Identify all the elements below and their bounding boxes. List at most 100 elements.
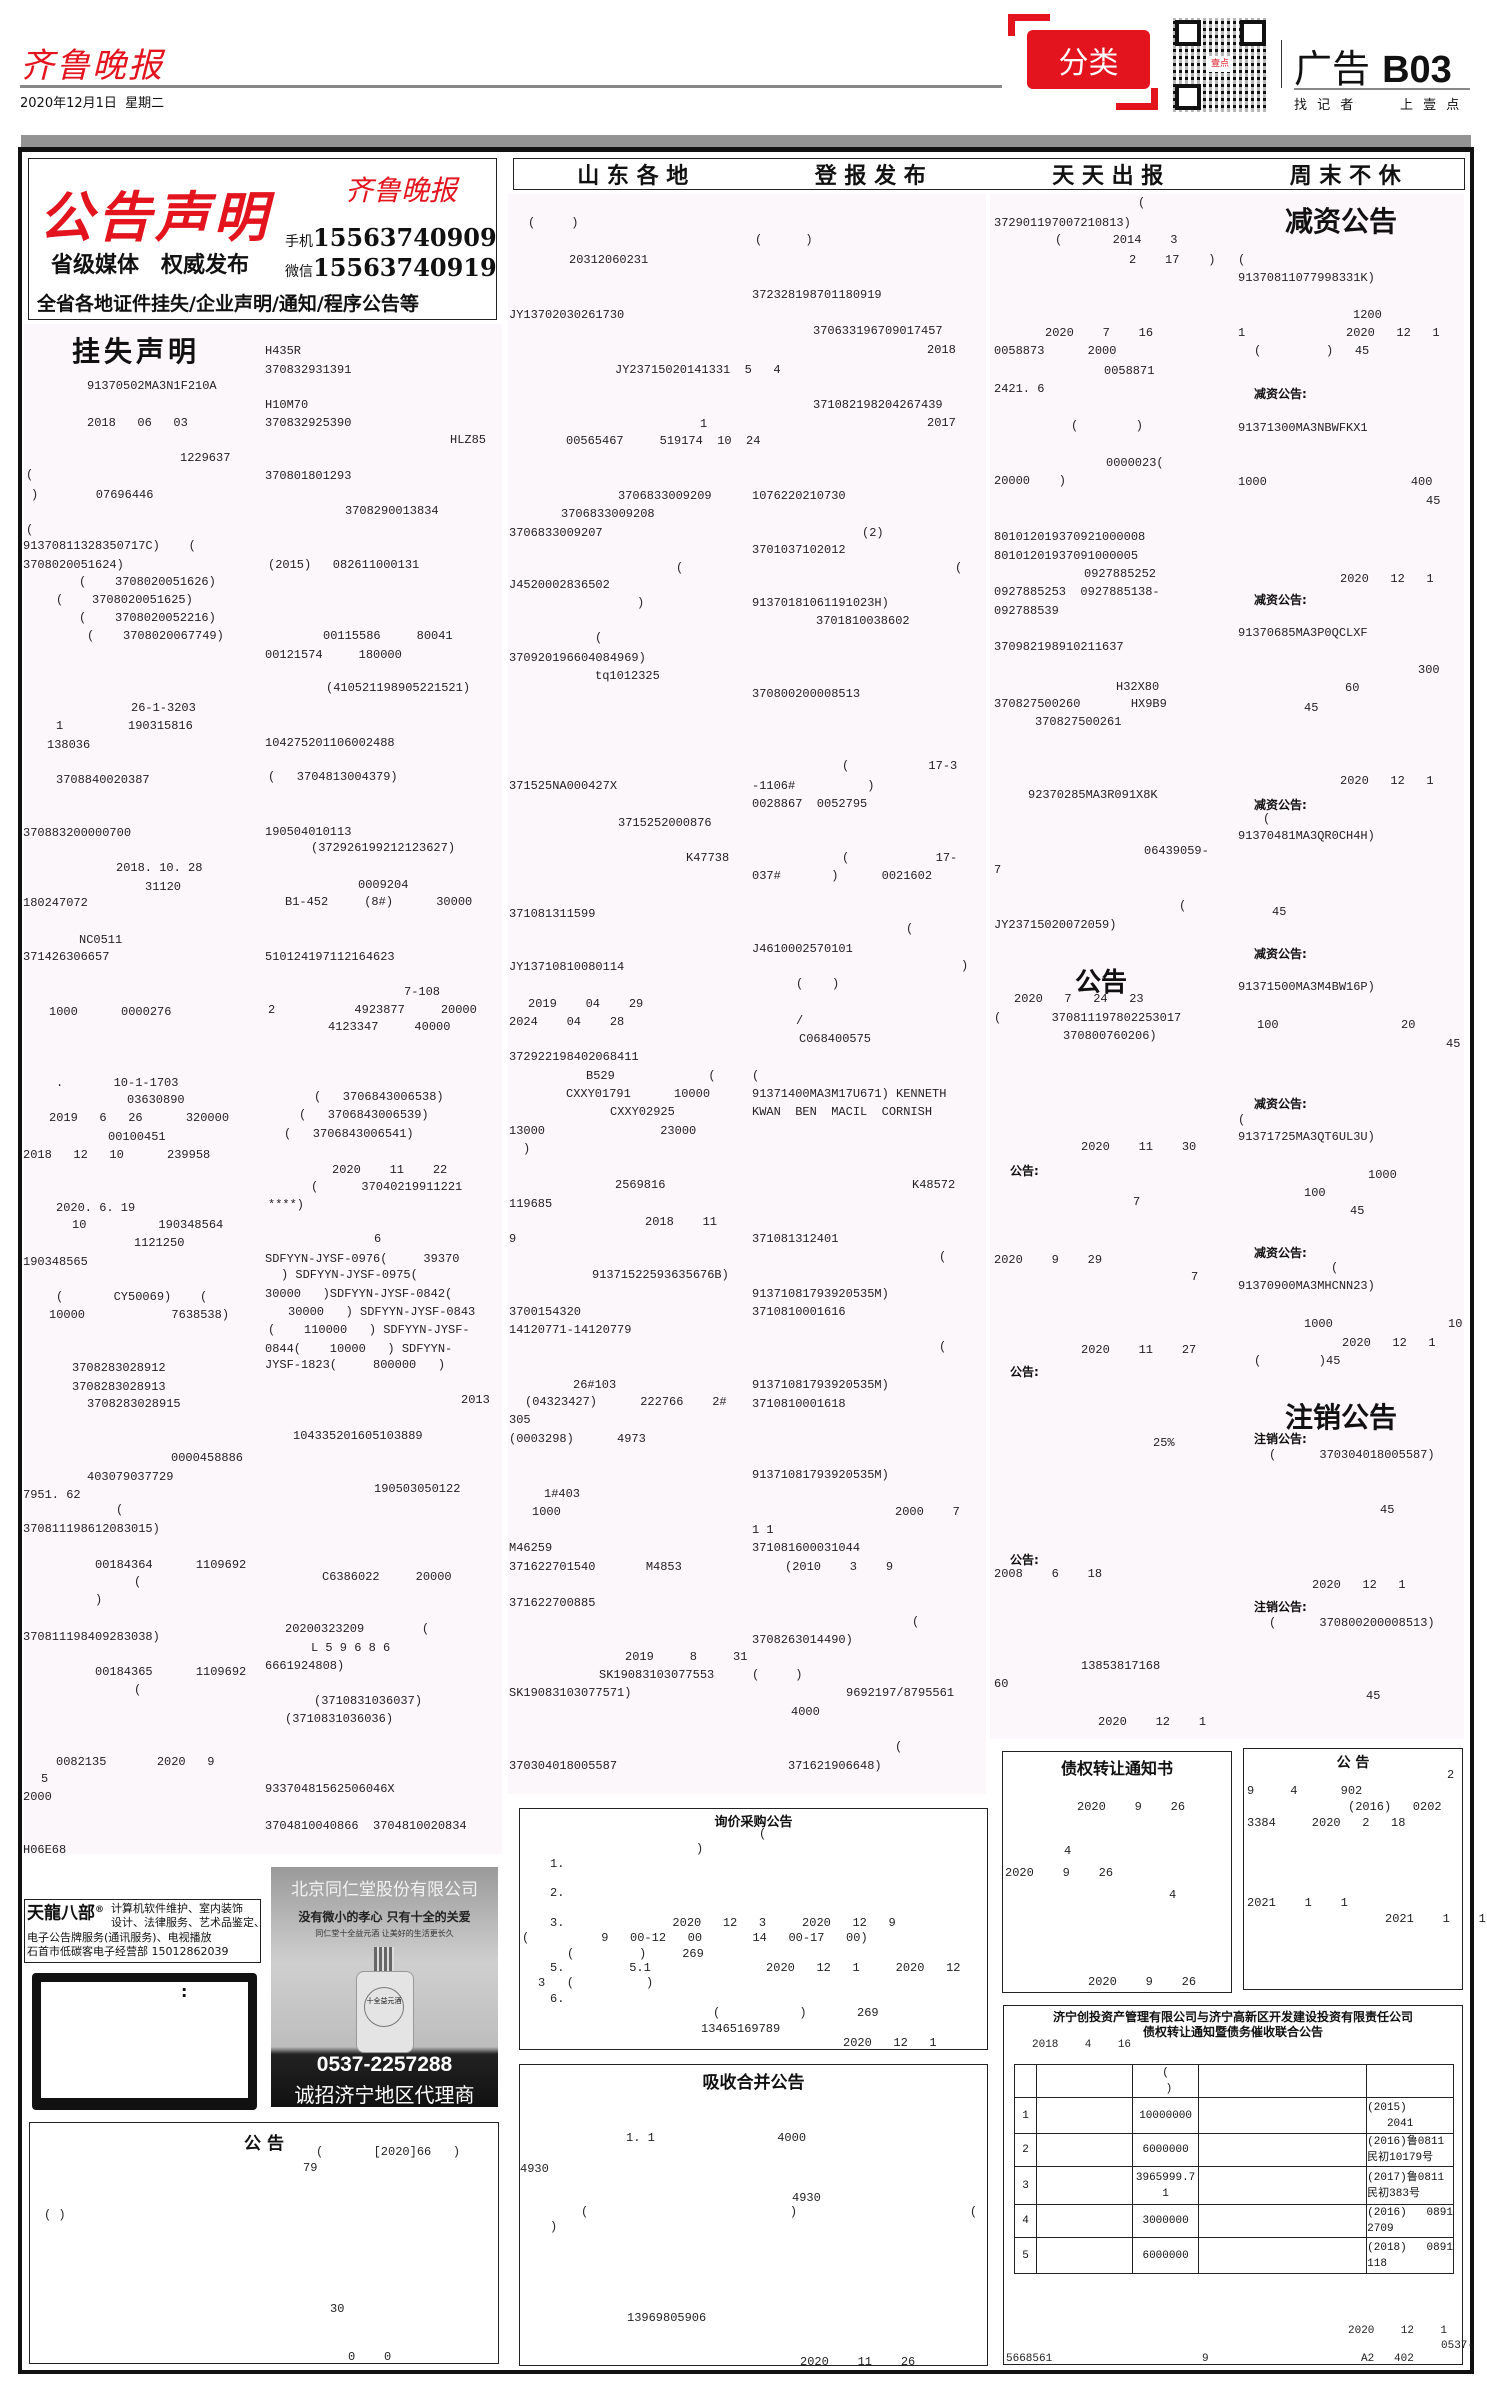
- col1-text-fragment: ) 07696446: [31, 488, 154, 502]
- col5-text-fragment: 0058871: [1104, 364, 1155, 378]
- col1-text-fragment: 1 190315816: [56, 719, 193, 733]
- banner-item: 天 天 出 报: [1052, 164, 1164, 189]
- ad-services: 全省各地证件挂失/企业声明/通知/程序公告等: [37, 293, 419, 315]
- tongrentang-ad: 北京同仁堂股份有限公司 没有微小的孝心 只有十全的关爱 同仁堂十全益元酒 让美好…: [271, 1867, 498, 2107]
- table-cell: (2016) 0891 2709: [1366, 2204, 1454, 2238]
- col4-text-fragment: 2018: [927, 343, 956, 357]
- ad-tagline: 省级媒体 权威发布: [51, 253, 250, 278]
- col3-text-fragment: ): [637, 596, 645, 610]
- col2-text-fragment: 190504010113: [265, 825, 352, 839]
- col5-text-fragment: 372901197007210813): [994, 216, 1131, 230]
- col2-text-fragment: 3704810040866 3704810020834: [265, 1819, 467, 1833]
- deregistration-title: 注销公告: [1285, 1401, 1398, 1434]
- col1-text-fragment: 180247072: [23, 896, 88, 910]
- col4-text-fragment: ( 17-: [842, 851, 958, 865]
- col4-text-fragment: 1076220210730: [752, 489, 846, 503]
- col3-text-fragment: 371622700885: [509, 1596, 596, 1610]
- table-cell: 1: [1014, 2097, 1037, 2134]
- table-cell: 3000000: [1132, 2204, 1199, 2238]
- col3-text-fragment: CXXY01791 10000: [566, 1087, 711, 1101]
- weekday-text: 星期二: [125, 96, 165, 111]
- col5-text-fragment: (: [1138, 196, 1146, 210]
- col2-text-fragment: 370801801293: [265, 469, 352, 483]
- right-notice-title: 公 告: [1336, 1755, 1370, 1771]
- col1-text-fragment: (: [134, 1575, 142, 1589]
- table-cell: ( ): [1132, 2064, 1199, 2098]
- col4-text-fragment: ): [961, 959, 969, 973]
- content-shade-middle: [508, 194, 986, 1794]
- col2-text-fragment: 2020 11 22: [332, 1163, 448, 1177]
- inquiry-title: 询价采购公告: [714, 1815, 793, 1830]
- col3-text-fragment: 372922198402068411: [509, 1050, 639, 1064]
- col6-text-fragment: 45: [1380, 1503, 1395, 1517]
- table-cell: 3: [1014, 2166, 1037, 2205]
- frame-inner: :: [41, 1982, 248, 2098]
- slogan-left: 找 记 者: [1294, 98, 1357, 113]
- col2-text-fragment: 30000 )SDFYYN-JYSF-0842(: [265, 1287, 453, 1301]
- col5-text-fragment: 370800760206): [1063, 1029, 1157, 1043]
- col2-text-fragment: 00121574 180000: [265, 648, 402, 662]
- notice-label: 公告:: [1010, 1553, 1039, 1567]
- qr-center-label: 壹点: [1209, 56, 1231, 72]
- merger-title: 吸收合并公告: [702, 2073, 805, 2093]
- inquiry-text-fragment: ( 9 00-12 00 14 00-17 00): [522, 1931, 868, 1945]
- col5-text-fragment: 0927885253 0927885138-: [994, 585, 1160, 599]
- inquiry-text-fragment: 2.: [550, 1886, 565, 1900]
- table-cell: 6000000: [1132, 2237, 1199, 2274]
- col4-text-fragment: 372328198701180919: [752, 288, 882, 302]
- col1-text-fragment: 370811198612083015): [23, 1522, 160, 1536]
- col5-text-fragment: 2020 11 30: [1081, 1140, 1197, 1154]
- col4-text-fragment: (: [895, 1740, 903, 1754]
- debt-transfer-title: 债权转让通知书: [1060, 1759, 1173, 1778]
- col4-text-fragment: 3710810001618: [752, 1397, 846, 1411]
- col1-text-fragment: 1229637: [180, 451, 231, 465]
- col4-text-fragment: 371081600031044: [752, 1541, 861, 1555]
- col2-text-fragment: ( 37040219911221: [311, 1180, 463, 1194]
- merger-text-fragment: ( ) (: [581, 2205, 978, 2219]
- slogan-banner: 山 东 各 地 登 报 发 布 天 天 出 报 周 末 不 休: [513, 158, 1465, 190]
- joint-footer-text: 9: [1202, 2353, 1209, 2365]
- col1-text-fragment: 03630890: [127, 1093, 185, 1107]
- col1-text-fragment: 3708283028913: [72, 1380, 166, 1394]
- header-divider: [1281, 40, 1282, 88]
- category-label: 分类: [1058, 45, 1119, 81]
- col1-text-fragment: 3708283028915: [87, 1397, 181, 1411]
- inquiry-text-fragment: 5. 5.1 2020 12 1 2020 12: [550, 1961, 961, 1975]
- col3-text-fragment: 3706833009207: [509, 526, 603, 540]
- col2-text-fragment: SDFYYN-JYSF-0976( 39370: [265, 1252, 460, 1266]
- table-cell: [1197, 2097, 1368, 2134]
- col1-text-fragment: 10000 7638538): [49, 1308, 230, 1322]
- qr-code[interactable]: 壹点: [1173, 18, 1268, 112]
- col3-text-fragment: 2024 04 28: [509, 1015, 625, 1029]
- col4-text-fragment: 371621906648): [788, 1759, 882, 1773]
- inquiry-text-fragment: 1.: [550, 1857, 565, 1871]
- col6-text-fragment: 45: [1304, 701, 1319, 715]
- left_notice-text-fragment: 30: [330, 2302, 345, 2316]
- joint-title-line1: 济宁创投资产管理有限公司与济宁高新区开发建设投资有限责任公司: [1052, 2010, 1413, 2024]
- col4-text-fragment: ( ): [755, 233, 813, 247]
- joint-footer-text: 2020 12 1: [1348, 2325, 1448, 2337]
- col2-text-fragment: 370832925390: [265, 416, 352, 430]
- table-cell: 6000000: [1132, 2133, 1199, 2167]
- col2-text-fragment: 6661924808): [265, 1659, 345, 1673]
- joint-date: 2018 4 16: [1032, 2039, 1132, 2051]
- col4-text-fragment: 3701037102012: [752, 543, 846, 557]
- col5-text-fragment: 7: [994, 863, 1002, 877]
- col2-text-fragment: ( 3706843006538): [314, 1090, 444, 1104]
- col5-text-fragment: ( 370811197802253017: [994, 1011, 1182, 1025]
- col5-text-fragment: 0058873 2000: [994, 344, 1117, 358]
- col6-text-fragment: ( 370800200008513): [1269, 1616, 1435, 1630]
- col2-text-fragment: 0844( 10000 ) SDFYYN-: [265, 1342, 453, 1356]
- col1-text-fragment: 403079037729: [87, 1470, 174, 1484]
- section-title: 广告 B03: [1294, 38, 1452, 93]
- right_notice-text-fragment: 2021 1 1: [1247, 1896, 1348, 1910]
- table-cell: [1035, 2166, 1134, 2205]
- merger-text-fragment: 2020 11 26: [800, 2355, 916, 2369]
- col1-text-fragment: (: [26, 523, 34, 537]
- black-frame-ad: :: [32, 1973, 257, 2110]
- col5-text-fragment: 92370285MA3R091X8K: [1028, 788, 1158, 802]
- col4-text-fragment: ( ): [752, 1668, 803, 1682]
- col2-text-fragment: 104275201106002488: [265, 736, 395, 750]
- reduction-label: 减资公告:: [1254, 1097, 1307, 1111]
